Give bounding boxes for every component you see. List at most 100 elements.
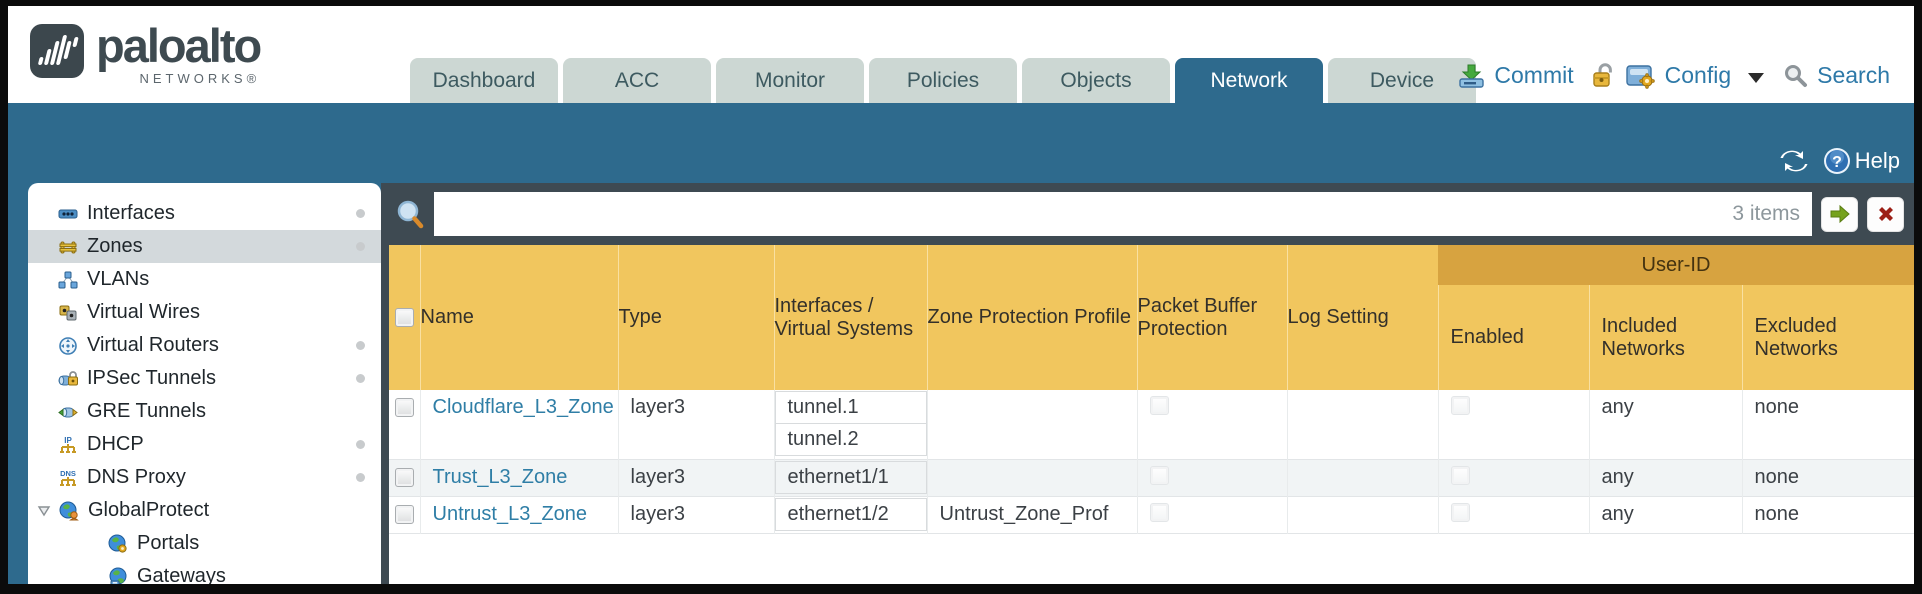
user-id-enabled-checkbox[interactable]	[1450, 465, 1470, 485]
clear-filter-button[interactable]	[1867, 196, 1904, 232]
status-dot	[356, 440, 365, 449]
col-header-zone-protection-profile[interactable]: Zone Protection Profile	[926, 245, 1137, 390]
col-header-excluded-networks[interactable]: Excluded Networks	[1741, 285, 1914, 390]
status-dot	[356, 374, 365, 383]
sidebar-item-dns-proxy[interactable]: DNS DNS Proxy	[28, 461, 381, 494]
select-all-checkbox[interactable]	[394, 308, 414, 327]
top-header: paloalto NETWORKS® Dashboard ACC Monitor…	[8, 6, 1914, 103]
tab-monitor[interactable]: Monitor	[716, 58, 864, 103]
included-networks-cell: any	[1588, 459, 1742, 496]
zone-type-cell: layer3	[617, 459, 774, 496]
log-setting-cell	[1286, 459, 1438, 496]
user-id-enabled-checkbox[interactable]	[1450, 502, 1470, 522]
app-frame: paloalto NETWORKS® Dashboard ACC Monitor…	[8, 6, 1914, 584]
excluded-networks-cell: none	[1741, 390, 1914, 459]
logo-wordmark: paloalto NETWORKS®	[96, 22, 262, 86]
filter-input-wrap: 3 items	[434, 192, 1812, 236]
row-checkbox[interactable]	[394, 467, 414, 487]
sidebar-item-label: VLANs	[87, 268, 150, 290]
zones-icon	[59, 241, 77, 253]
col-header-included-networks[interactable]: Included Networks	[1588, 285, 1742, 390]
col-header-type[interactable]: Type	[617, 245, 774, 390]
config-button[interactable]: Config	[1664, 62, 1732, 88]
sidebar-item-ipsec-tunnels[interactable]: IPSec Tunnels	[28, 362, 381, 395]
zone-name-link[interactable]: Trust_L3_Zone	[432, 465, 568, 488]
sidebar-splitter[interactable]	[381, 183, 389, 584]
status-dot	[356, 473, 365, 482]
log-setting-cell	[1286, 496, 1438, 533]
search-button[interactable]: Search	[1817, 62, 1890, 88]
packet-buffer-checkbox[interactable]	[1149, 502, 1169, 522]
virtual-wires-icon	[59, 305, 77, 320]
tab-policies[interactable]: Policies	[869, 58, 1017, 103]
col-header-interfaces[interactable]: Interfaces / Virtual Systems	[773, 245, 927, 390]
refresh-icon[interactable]	[1779, 148, 1809, 174]
band-actions: ? Help	[1779, 147, 1900, 175]
ipsec-tunnels-icon	[58, 370, 78, 385]
sidebar-item-label: GlobalProtect	[88, 499, 210, 521]
tab-objects[interactable]: Objects	[1022, 58, 1170, 103]
sidebar-item-vlans[interactable]: VLANs	[28, 263, 381, 296]
expand-triangle-icon[interactable]	[36, 503, 52, 519]
config-caret-down-icon[interactable]	[1748, 72, 1765, 83]
apply-filter-button[interactable]	[1821, 196, 1858, 232]
sidebar-item-label: Virtual Routers	[87, 334, 219, 356]
header-actions: Commit Config	[1458, 62, 1898, 89]
sidebar-item-label: DNS Proxy	[87, 466, 186, 488]
tab-device[interactable]: Device	[1328, 58, 1476, 103]
excluded-networks-cell: none	[1741, 459, 1914, 496]
filter-input[interactable]	[434, 192, 1812, 236]
interfaces-icon	[58, 209, 78, 218]
sidebar-item-label: Interfaces	[87, 202, 175, 224]
zone-interfaces-cell: tunnel.1 tunnel.2	[773, 390, 927, 459]
sidebar-item-label: IPSec Tunnels	[87, 367, 216, 389]
user-id-enabled-checkbox[interactable]	[1450, 396, 1470, 415]
help-button[interactable]: ? Help	[1823, 147, 1900, 175]
commit-icon	[1459, 64, 1485, 88]
sidebar-item-gateways[interactable]: Gateways	[28, 560, 381, 584]
sidebar-item-label: Zones	[87, 235, 143, 257]
lock-unlocked-icon[interactable]	[1591, 62, 1617, 89]
zone-protection-cell	[926, 390, 1137, 459]
col-header-packet-buffer-protection[interactable]: Packet Buffer Protection	[1136, 245, 1287, 390]
packet-buffer-checkbox[interactable]	[1149, 465, 1169, 485]
status-dot	[356, 341, 365, 350]
tab-acc[interactable]: ACC	[563, 58, 711, 103]
col-header-log-setting[interactable]: Log Setting	[1286, 245, 1438, 390]
col-header-enabled[interactable]: Enabled	[1437, 285, 1589, 390]
packet-buffer-checkbox[interactable]	[1149, 396, 1169, 415]
sidebar-item-virtual-wires[interactable]: Virtual Wires	[28, 296, 381, 329]
sidebar-item-gre-tunnels[interactable]: GRE Tunnels	[28, 395, 381, 428]
commit-button[interactable]: Commit	[1494, 62, 1574, 88]
select-all-header-cell	[389, 245, 420, 390]
row-checkbox[interactable]	[394, 504, 414, 524]
tab-network[interactable]: Network	[1175, 58, 1323, 103]
included-networks-cell: any	[1588, 496, 1742, 533]
zone-name-link[interactable]: Untrust_L3_Zone	[432, 502, 588, 525]
dns-proxy-icon: DNS	[60, 469, 76, 486]
tab-dashboard[interactable]: Dashboard	[410, 58, 558, 103]
sidebar-item-zones[interactable]: Zones	[28, 230, 381, 263]
help-label: Help	[1854, 148, 1900, 173]
content-area: Interfaces Zones VLANs Virtual Wires Vir…	[8, 183, 1914, 584]
log-setting-cell	[1286, 390, 1438, 459]
zone-protection-cell: Untrust_Zone_Prof	[926, 496, 1137, 533]
col-group-user-id: User-ID	[1438, 245, 1914, 285]
sidebar-item-virtual-routers[interactable]: Virtual Routers	[28, 329, 381, 362]
sidebar-item-label: Gateways	[137, 565, 226, 584]
sidebar-item-interfaces[interactable]: Interfaces	[28, 197, 381, 230]
included-networks-cell: any	[1588, 390, 1742, 459]
dhcp-icon: IP	[60, 436, 76, 453]
table-row: Trust_L3_Zone layer3 ethernet1/1 any non…	[389, 459, 1914, 496]
zone-type-cell: layer3	[617, 390, 774, 459]
col-header-name[interactable]: Name	[419, 245, 618, 390]
gre-tunnels-icon	[58, 407, 78, 417]
sidebar-item-globalprotect[interactable]: GlobalProtect	[28, 494, 381, 527]
zone-name-link[interactable]: Cloudflare_L3_Zone	[432, 396, 614, 418]
sidebar-item-portals[interactable]: Portals	[28, 527, 381, 560]
sidebar-item-dhcp[interactable]: IP DHCP	[28, 428, 381, 461]
table-header: Name Type Interfaces / Virtual Systems Z…	[389, 245, 1914, 390]
row-checkbox[interactable]	[394, 398, 414, 417]
virtual-routers-icon	[59, 336, 77, 355]
